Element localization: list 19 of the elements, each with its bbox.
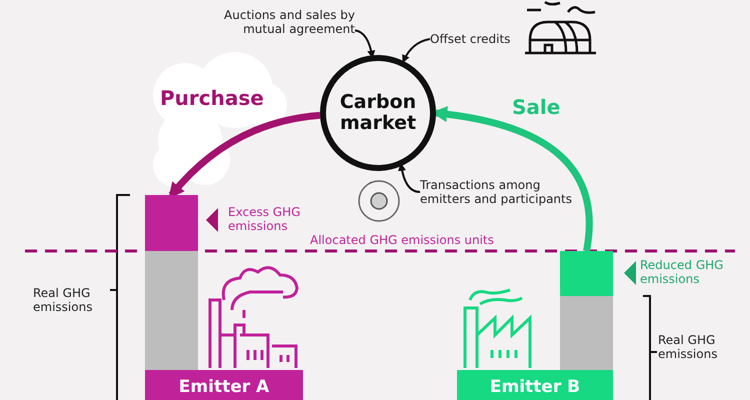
annotation: Transactions among emitters and participants [420, 178, 580, 206]
emission-bar [145, 251, 198, 370]
reduced-bar [560, 251, 613, 296]
annotation: Excess GHG emissions [228, 205, 302, 233]
edge-label: Purchase [160, 86, 264, 110]
annotation: Offset credits [430, 32, 520, 46]
emission-bar [560, 296, 613, 370]
annotation: Reduced GHG emissions [640, 258, 724, 286]
edge-label: Sale [512, 95, 560, 119]
emitter-bar: Emitter A [145, 370, 303, 400]
arrow [402, 38, 430, 63]
excess-bar [145, 195, 198, 251]
annotation: Real GHG emissions [658, 333, 718, 361]
arrow [398, 162, 420, 193]
market-circle: Carbon market [320, 55, 436, 171]
annotation: Allocated GHG emissions units [310, 233, 495, 247]
annotation: Auctions and sales by mutual agreement [205, 8, 355, 36]
emitter-bar: Emitter B [457, 370, 613, 400]
annotation: Real GHG emissions [33, 286, 94, 314]
